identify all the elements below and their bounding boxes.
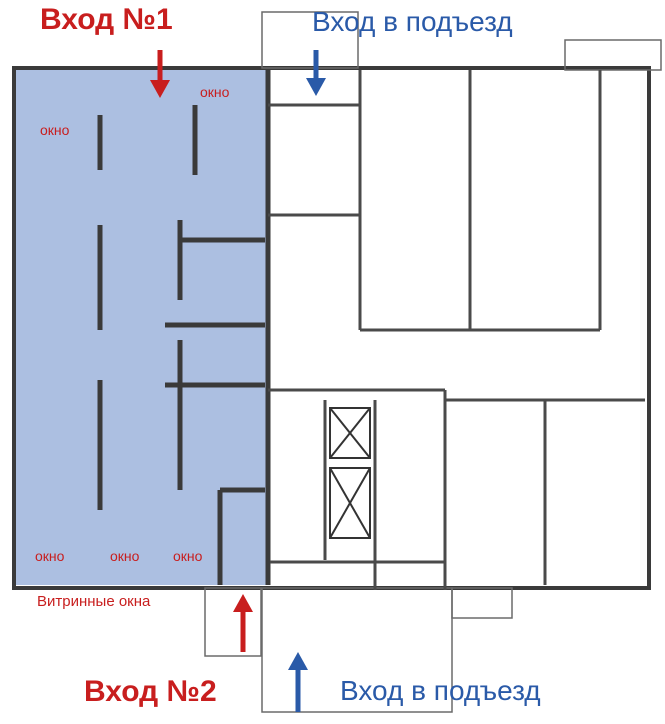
window-top-left-label: окно [40, 122, 70, 138]
window-bottom-1-label: окно [35, 548, 65, 564]
building-annex [204, 11, 662, 713]
entry-2-label: Вход №2 [84, 675, 217, 708]
arrow-entry-1 [150, 50, 170, 98]
window-bottom-3-label: окно [173, 548, 203, 564]
elevator-shafts [329, 407, 371, 539]
arrow-stair-entry-top [306, 50, 326, 96]
interior-walls-left [97, 70, 271, 585]
arrow-entry-2 [233, 594, 253, 652]
stair-entry-top-label: Вход в подъезд [312, 6, 513, 37]
window-top-right-label: окно [200, 84, 230, 100]
arrow-stair-entry-bottom [288, 652, 308, 712]
stair-entry-bottom-label: Вход в подъезд [340, 675, 541, 706]
entry-1-label: Вход №1 [40, 3, 173, 36]
interior-walls-right [268, 70, 645, 590]
window-bottom-2-label: окно [110, 548, 140, 564]
storefront-windows-label: Витринные окна [37, 593, 151, 610]
